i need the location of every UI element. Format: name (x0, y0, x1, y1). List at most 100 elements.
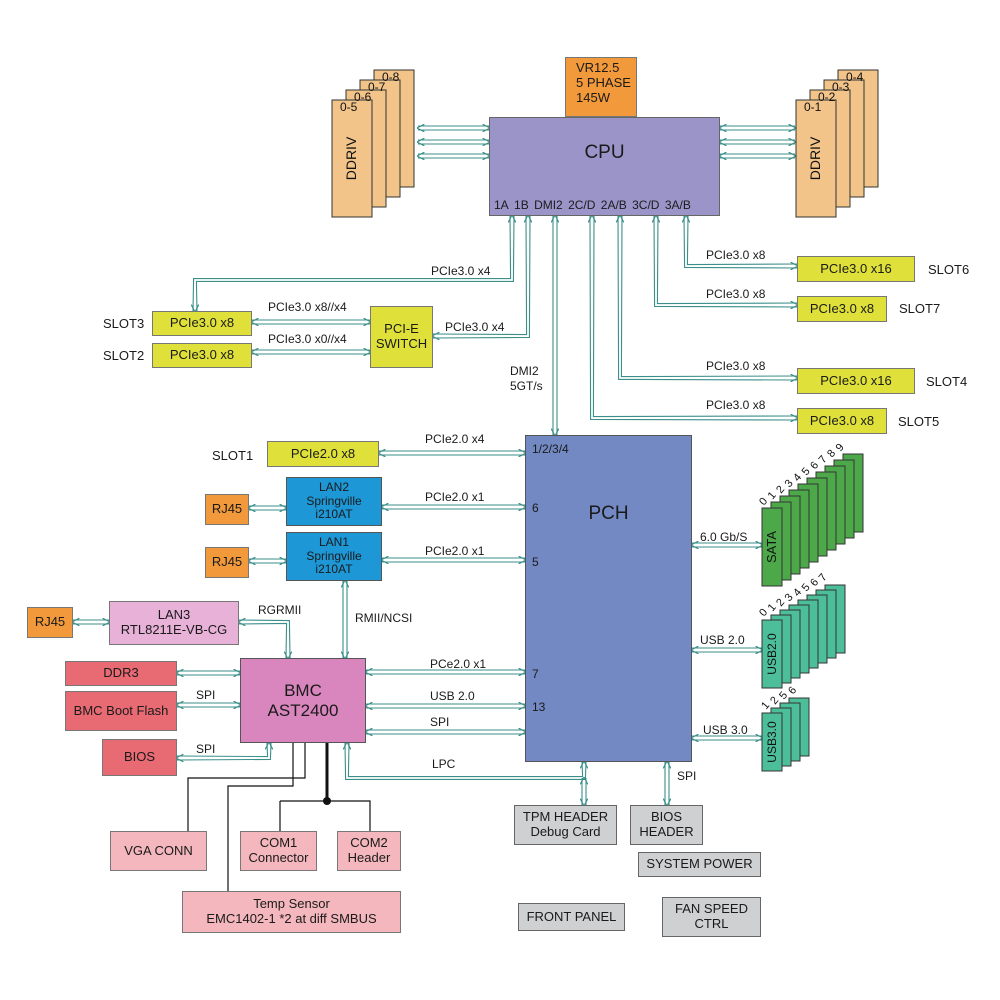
link-switch-cpu (433, 216, 530, 338)
label-switch-cpu: PCIe3.0 x4 (445, 320, 505, 334)
label-usb20: USB 2.0 (700, 633, 745, 647)
sata-stack-card-0 (761, 507, 783, 587)
slot5-box: PCIe3.0 x8 (797, 408, 887, 434)
label-sata-speed: 6.0 Gb/S (700, 530, 748, 544)
pch-port-13: 13 (532, 700, 546, 714)
link-tpm (582, 778, 586, 805)
link-bmc-pch-spi (366, 730, 525, 734)
pch-port-5: 5 (532, 555, 539, 569)
cpu-port-2cd: 2C/D (568, 198, 596, 212)
label-rgrmii: RGRMII (258, 603, 302, 617)
slot7-name: SLOT7 (899, 301, 941, 316)
link-bmc-ddr3 (177, 671, 240, 675)
link-lan1-bmc (343, 581, 347, 658)
slot7-box: PCIe3.0 x8 (797, 296, 887, 322)
link-bmc-bios (177, 743, 271, 760)
cpu-port-2ab: 2A/B (600, 198, 627, 212)
rj45-lan3: RJ45 (27, 607, 73, 638)
rj45-lan2: RJ45 (205, 494, 249, 525)
link-cpu-slot5 (590, 216, 797, 420)
cpu-port-dmi2: DMI2 (534, 198, 563, 212)
wire-com-bus (280, 800, 371, 831)
pcie-switch: PCI-E SWITCH (370, 306, 433, 368)
usb20-stack-label: USB2.0 (765, 633, 779, 675)
label-bmc-pch-pcie: PCe2.0 x1 (430, 657, 487, 671)
label-lpc: LPC (432, 757, 456, 771)
ddr-left-channel-3: 0-8 (382, 70, 400, 84)
link-slot3-switch (252, 320, 370, 324)
pch-port-1234: 1/2/3/4 (532, 442, 569, 456)
link-rj45-lan2 (249, 506, 286, 510)
com1-connector: COM1 Connector (240, 831, 317, 871)
link-lpc (345, 743, 586, 780)
sata-stack-label: SATA (764, 531, 779, 563)
link-dmi2 (553, 216, 557, 435)
front-panel: FRONT PANEL (518, 903, 625, 931)
bios-chip: BIOS (102, 739, 177, 776)
cpu-block: CPU (489, 117, 720, 216)
ddr-right-channel-2: 0-3 (832, 80, 850, 94)
rj45-lan1: RJ45 (205, 547, 249, 578)
ddr-left-channel-2: 0-7 (368, 80, 386, 94)
tpm-header: TPM HEADER Debug Card (514, 805, 617, 845)
ddr-right-channel-0: 0-1 (804, 100, 822, 114)
cpu-port-1b: 1B (514, 198, 529, 212)
slot3-box: PCIe3.0 x8 (152, 311, 252, 336)
pch-port-6: 6 (532, 501, 539, 515)
link-lan2-pch (382, 505, 525, 509)
label-cpu-slot3: PCIe3.0 x4 (431, 264, 491, 278)
link-bmc-flash (177, 703, 240, 707)
connector-stacks: DDRIV0-50-60-70-8DDRIV0-10-20-30-4SATA01… (331, 69, 879, 772)
ddr3-box: DDR3 (65, 661, 177, 686)
slot1-name: SLOT1 (212, 448, 254, 463)
label-bmc-pch-spi: SPI (430, 715, 450, 729)
slot6-box: PCIe3.0 x16 (797, 256, 915, 282)
wire-bmc-temp (227, 743, 294, 891)
cpu-port-3ab: 3A/B (664, 198, 691, 212)
ddr-left-stack-card-0 (331, 99, 373, 218)
label-flash-spi: SPI (196, 688, 216, 702)
vr-regulator: VR12.5 5 PHASE 145W (565, 57, 637, 117)
slot3-name: SLOT3 (103, 316, 145, 331)
cpu-port-3cd: 3C/D (632, 198, 660, 212)
sata-port-9: 9 (834, 442, 847, 454)
link-pch-usb20 (692, 648, 762, 652)
lan2-controller: LAN2 Springville i210AT (286, 477, 382, 526)
usb30-stack-card-0 (761, 712, 783, 772)
usb30-stack-label: USB3.0 (765, 721, 779, 763)
ddr-left-channel-1: 0-6 (354, 90, 372, 104)
link-ddr-left-2 (418, 154, 489, 158)
link-ddr-right-1 (720, 140, 795, 144)
bmc-boot-flash: BMC Boot Flash (65, 691, 177, 731)
link-lan3-bmc (239, 620, 290, 658)
ddr-right-channel-1: 0-2 (818, 90, 836, 104)
label-slot7-link: PCIe3.0 x8 (706, 287, 766, 301)
label-bmc-pch-usb: USB 2.0 (430, 689, 475, 703)
slot1-box: PCIe2.0 x8 (267, 441, 379, 467)
label-usb30: USB 3.0 (703, 723, 748, 737)
label-slot3-switch: PCIe3.0 x8//x4 (268, 300, 347, 314)
system-power: SYSTEM POWER (638, 852, 761, 877)
lan3-controller: LAN3 RTL8211E-VB-CG (109, 601, 239, 645)
link-lan1-pch (382, 558, 525, 562)
link-ddr-right-2 (720, 154, 795, 158)
label-slot5-link: PCIe3.0 x8 (706, 398, 766, 412)
wire-junction-dot (323, 797, 331, 805)
ddr-right-channel-3: 0-4 (846, 70, 864, 84)
label-rmii-ncsi: RMII/NCSI (355, 611, 413, 625)
vga-connector: VGA CONN (110, 831, 207, 871)
pch-port-7: 7 (532, 667, 539, 681)
link-bmc-pch-usb (366, 704, 525, 708)
link-pch-bios-header (665, 762, 669, 805)
label-bios-header-spi: SPI (677, 769, 697, 783)
label-slot6-link: PCIe3.0 x8 (706, 248, 766, 262)
ddr-left-channel-0: 0-5 (340, 100, 358, 114)
bios-header: BIOS HEADER (630, 805, 703, 845)
link-ddr-right-0 (720, 126, 795, 130)
